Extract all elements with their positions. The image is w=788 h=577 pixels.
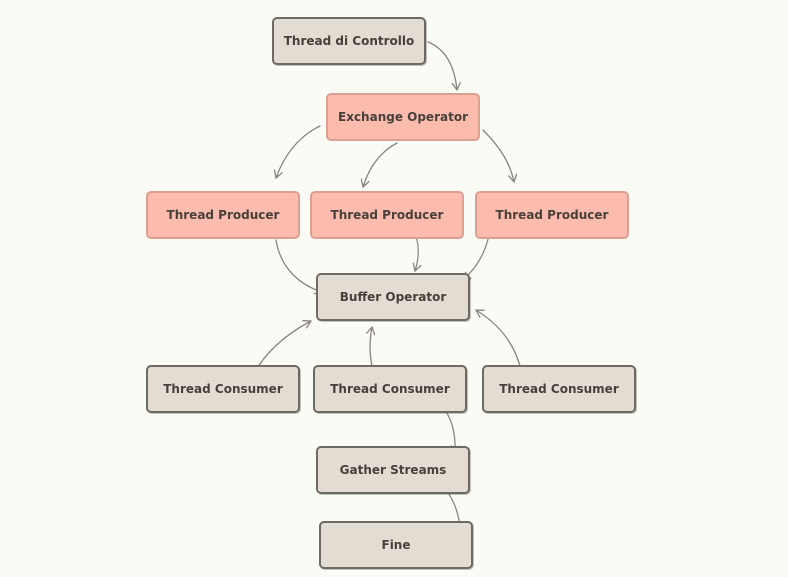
node-gather-streams: Gather Streams <box>316 446 470 494</box>
node-buffer-operator: Buffer Operator <box>316 273 470 321</box>
node-thread-consumer-left: Thread Consumer <box>146 365 300 413</box>
edge-exchange-to-producer-right <box>482 129 518 183</box>
node-thread-di-controllo: Thread di Controllo <box>272 17 426 65</box>
node-thread-consumer-right: Thread Consumer <box>482 365 636 413</box>
node-thread-consumer-center: Thread Consumer <box>313 365 467 413</box>
node-thread-producer-right: Thread Producer <box>475 191 629 239</box>
node-exchange-operator: Exchange Operator <box>326 93 480 141</box>
edge-exchange-to-producer-left <box>273 125 321 179</box>
edge-exchange-to-producer-center <box>360 142 398 188</box>
node-fine: Fine <box>319 521 473 569</box>
edge-controllo-to-exchange <box>427 41 461 91</box>
node-thread-producer-left: Thread Producer <box>146 191 300 239</box>
node-thread-producer-center: Thread Producer <box>310 191 464 239</box>
